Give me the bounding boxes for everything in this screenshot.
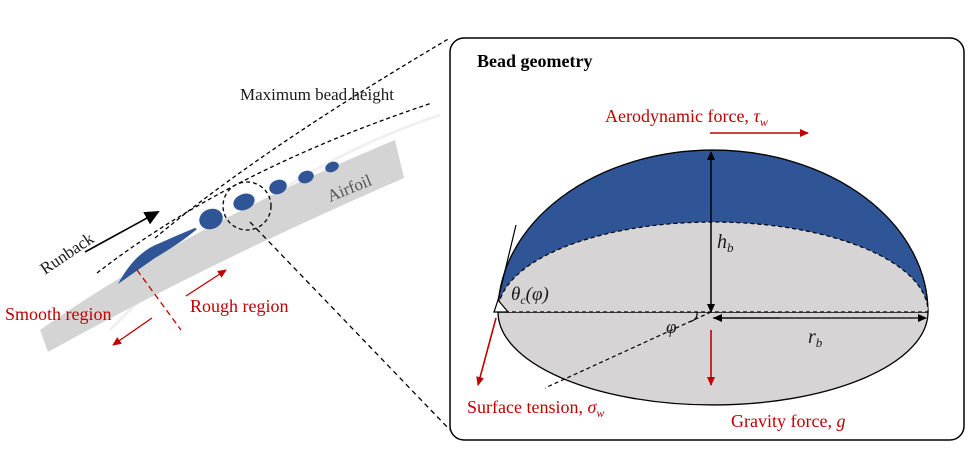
water-bead bbox=[233, 193, 255, 211]
bead-cross-section bbox=[498, 222, 928, 312]
gravity-force-label: Gravity force, g bbox=[731, 411, 845, 431]
gravity-text: Gravity force, bbox=[731, 411, 836, 431]
aerodynamic-force-label: Aerodynamic force, τw bbox=[605, 106, 768, 129]
surface-symbol: σ bbox=[587, 397, 597, 417]
max-height-curve-upper bbox=[154, 37, 451, 239]
water-bead bbox=[298, 170, 314, 184]
surface-tension-label: Surface tension, σw bbox=[467, 397, 604, 420]
theta-symbol: θ bbox=[511, 284, 520, 305]
surface-text: Surface tension, bbox=[467, 397, 587, 417]
runback-arrow bbox=[84, 211, 160, 253]
phi-angle-arc bbox=[688, 311, 698, 323]
rough-region-label: Rough region bbox=[190, 296, 289, 316]
water-bead bbox=[269, 179, 287, 195]
aero-symbol: τ bbox=[753, 106, 760, 126]
runback-label: Runback bbox=[37, 228, 98, 278]
azimuth-line bbox=[544, 311, 712, 389]
left-panel: Maximum bead height Runback Airfoil Smoo… bbox=[5, 37, 451, 431]
panel-title: Bead geometry bbox=[477, 51, 592, 71]
surface-tension-arrow bbox=[476, 317, 497, 386]
hb-symbol: h bbox=[717, 231, 727, 253]
phi-label: φ bbox=[666, 317, 677, 338]
bead-base bbox=[497, 311, 929, 406]
zoom-line-lower bbox=[249, 221, 451, 431]
aero-text: Aerodynamic force, bbox=[605, 106, 753, 126]
radius-label: rb bbox=[808, 326, 823, 350]
surface-subscript: w bbox=[596, 406, 604, 420]
water-bead bbox=[199, 208, 223, 230]
contact-angle-label: θc(φ) bbox=[511, 284, 549, 307]
rough-region-arrow bbox=[185, 269, 227, 297]
rb-subscript: b bbox=[816, 335, 823, 350]
right-panel: Bead geometry Aerodynamic force, τw bbox=[449, 37, 965, 441]
contact-tangent bbox=[497, 224, 517, 301]
airfoil-band bbox=[40, 140, 404, 352]
hb-subscript: b bbox=[727, 240, 734, 255]
region-boundary bbox=[136, 269, 182, 331]
max-height-label: Maximum bead height bbox=[240, 85, 394, 104]
gravity-symbol: g bbox=[836, 411, 845, 431]
smooth-region-label: Smooth region bbox=[5, 304, 112, 324]
bead-cross-section-edge bbox=[497, 221, 929, 313]
contact-angle-triangle bbox=[493, 298, 510, 313]
theta-subscript: c bbox=[520, 293, 526, 307]
aero-subscript: w bbox=[760, 115, 768, 129]
zoom-circle bbox=[222, 181, 272, 231]
theta-argument: (φ) bbox=[526, 284, 549, 305]
smooth-region-arrow bbox=[112, 317, 153, 346]
height-label: hb bbox=[717, 231, 734, 255]
max-height-curve bbox=[96, 102, 433, 274]
water-bead bbox=[325, 161, 339, 173]
rb-symbol: r bbox=[808, 326, 816, 348]
